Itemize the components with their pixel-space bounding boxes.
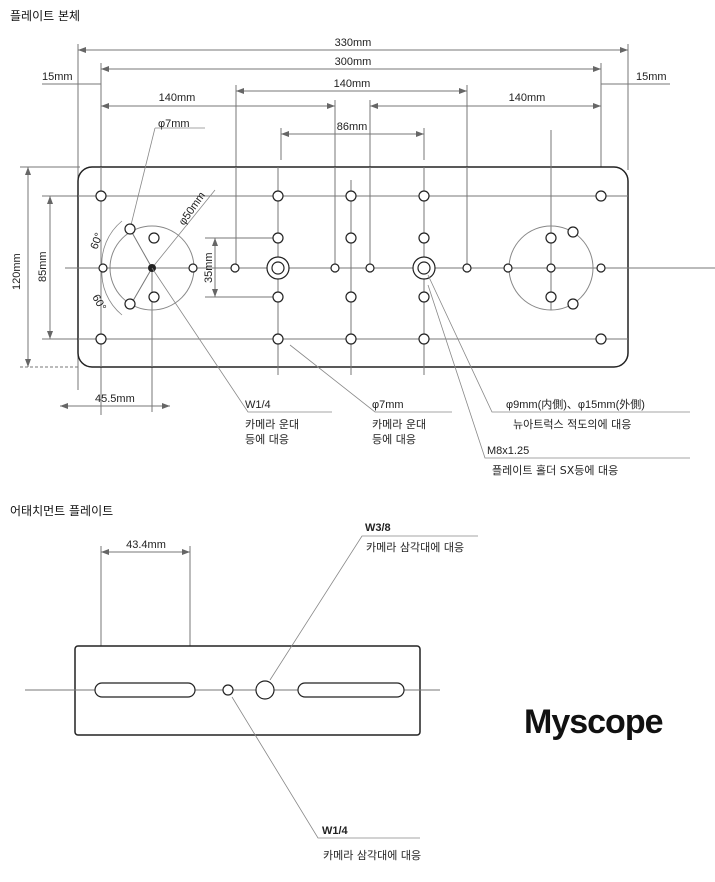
dim-86: 86mm (337, 121, 368, 133)
dim-330: 330mm (335, 37, 372, 49)
dim-300: 300mm (335, 56, 372, 68)
dim-140-mid: 140mm (334, 78, 371, 90)
dim-140-right: 140mm (509, 92, 546, 104)
dim-15-left: 15mm (42, 71, 73, 83)
callout-w14-label: W1/4 (245, 399, 271, 411)
dim-43-4: 43.4mm (126, 539, 166, 551)
dim-phi7-top: φ7mm (158, 118, 190, 130)
callout-w14-line1: 카메라 운대 (245, 418, 299, 431)
dim-45-5: 45.5mm (95, 393, 135, 405)
angle-60-top: 60° (89, 231, 106, 251)
dim-140-left: 140mm (159, 92, 196, 104)
section-title-plate-body: 플레이트 본체 (10, 9, 80, 23)
callout-m8-desc: 플레이트 홀더 SX등에 대응 (492, 464, 618, 477)
callout-phi9-label: φ9mm(内側)、φ15mm(外側) (506, 397, 645, 411)
dim-120: 120mm (11, 253, 23, 290)
callout-phi9-desc: 뉴아트럭스 적도의에 대응 (513, 418, 631, 431)
dim-15-right: 15mm (636, 71, 667, 83)
w14-desc: 카메라 삼각대에 대응 (323, 849, 421, 862)
callout-m8-label: M8x1.25 (487, 445, 529, 457)
w38-desc: 카메라 삼각대에 대응 (366, 541, 464, 554)
dim-35: 35mm (203, 252, 215, 283)
section-title-attachment: 어태치먼트 플레이트 (10, 504, 113, 518)
plate-holes (95, 190, 607, 345)
attachment-plate (25, 645, 440, 736)
callout-w14-line2: 등에 대응 (245, 433, 289, 446)
callout-phi7-line1: 카메라 운대 (372, 418, 426, 431)
callout-phi7-line2: 등에 대응 (372, 433, 416, 446)
dim-85: 85mm (37, 251, 49, 282)
callout-phi7-label: φ7mm (372, 399, 404, 411)
plate-body (65, 127, 715, 375)
callout-leaders (151, 267, 690, 459)
myscope-logo: Myscope (524, 703, 663, 741)
w14-label: W1/4 (322, 825, 349, 837)
w38-label: W3/8 (365, 522, 391, 534)
